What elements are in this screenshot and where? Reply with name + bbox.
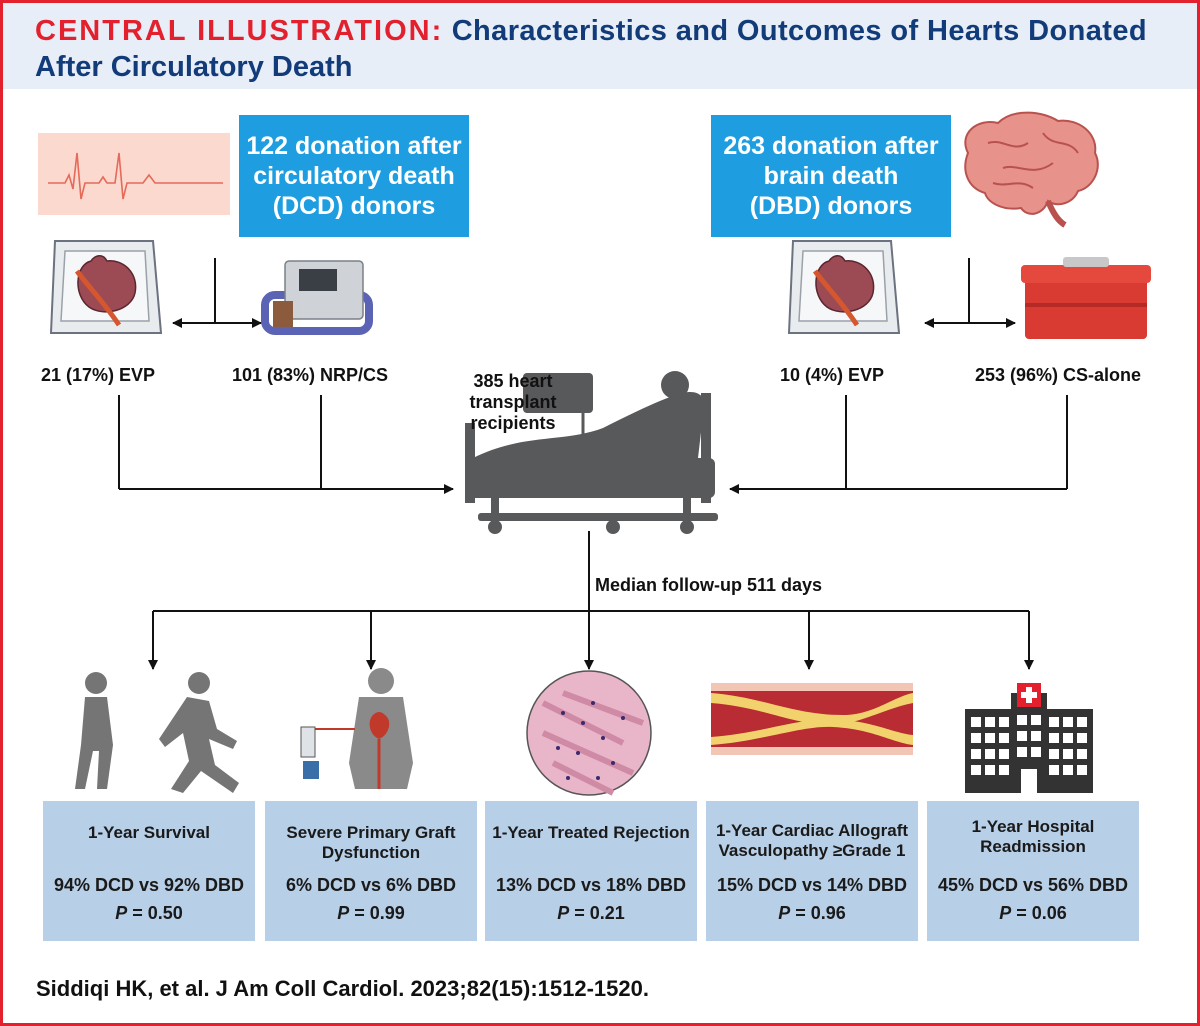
dbd-evp-label: 10 (4%) EVP (780, 365, 885, 385)
dbd-donors-line-1: 263 donation after (723, 132, 939, 160)
p-number: = 0.96 (790, 903, 846, 923)
outcome-title-line-2: Readmission (980, 837, 1086, 856)
dcd-nrp-label: 101 (83%) NRP/CS (232, 365, 389, 385)
hospital-building-icon (965, 683, 1093, 793)
dbd-donors-box: 263 donation after brain death (DBD) don… (711, 115, 951, 237)
outcome-title-line-1: Severe Primary Graft (286, 823, 456, 842)
outcome-box-vasculopathy: 1-Year Cardiac Allograft Vasculopathy ≥G… (706, 801, 918, 941)
p-number: = 0.50 (127, 903, 183, 923)
outcome-title-line-2: Vasculopathy ≥Grade 1 (718, 841, 906, 860)
outcome-values: 45% DCD vs 56% DBD (937, 875, 1129, 895)
dcd-donors-box: 122 donation after circulatory death (DC… (239, 115, 469, 237)
hospital-bed-patient-icon (465, 371, 718, 534)
dbd-donors-line-2: brain death (763, 162, 899, 190)
outcome-box-rejection: 1-Year Treated Rejection 13% DCD vs 18% … (485, 801, 697, 941)
diagram-graphics (38, 111, 1151, 796)
followup-tree (148, 531, 1034, 670)
outcome-values: 6% DCD vs 6% DBD (285, 875, 457, 895)
walking-running-figures-icon (75, 672, 239, 793)
outcome-values: 15% DCD vs 14% DBD (716, 875, 908, 895)
outcome-p-value: P = 0.96 (706, 903, 918, 924)
p-symbol: P (557, 903, 570, 923)
ecg-trace-icon (38, 133, 230, 215)
p-symbol: P (778, 903, 791, 923)
brain-icon (964, 111, 1099, 228)
evp-device-left-icon (49, 240, 163, 334)
title-line-2: After Circulatory Death (35, 51, 353, 83)
nrp-machine-icon (261, 260, 373, 335)
vasculopathy-artery-icon (711, 683, 913, 755)
dbd-connectors (924, 258, 1016, 328)
outcome-p-value: P = 0.50 (43, 903, 255, 924)
title-line-1: Characteristics and Outcomes of Hearts D… (451, 15, 1147, 47)
outcome-box-readmission: 1-Year Hospital Readmission 45% DCD vs 5… (927, 801, 1139, 941)
outcome-values: 13% DCD vs 18% DBD (495, 875, 687, 895)
dbd-cs-label: 253 (96%) CS-alone (975, 365, 1142, 385)
outcome-title: 1-Year Treated Rejection (492, 823, 690, 842)
recipients-line-2: transplant (469, 392, 557, 412)
p-number: = 0.06 (1011, 903, 1067, 923)
dcd-connectors (172, 258, 262, 328)
p-symbol: P (999, 903, 1012, 923)
cold-storage-cooler-icon (1021, 257, 1151, 339)
followup-label: Median follow-up 511 days (595, 575, 823, 595)
outcome-title-line-1: 1-Year Hospital (971, 817, 1095, 836)
outcome-p-value: P = 0.06 (927, 903, 1139, 924)
recipients-line-1: 385 heart (473, 371, 553, 391)
outcome-title-line-1: 1-Year Cardiac Allograft (715, 821, 909, 840)
dcd-donors-line-1: 122 donation after (246, 132, 462, 160)
dcd-donors-line-2: circulatory death (253, 162, 455, 190)
outcome-values: 94% DCD vs 92% DBD (53, 875, 245, 895)
outcome-p-value: P = 0.99 (265, 903, 477, 924)
dbd-donors-line-3: (DBD) donors (749, 192, 913, 220)
evp-device-right-icon (787, 240, 901, 334)
recipient-connectors (118, 395, 1068, 494)
outcome-p-value: P = 0.21 (485, 903, 697, 924)
dcd-donors-line-3: (DCD) donors (272, 192, 436, 220)
dcd-evp-label: 21 (17%) EVP (41, 365, 156, 385)
illustration-label: CENTRAL ILLUSTRATION: (35, 15, 444, 47)
recipients-label: 385 heart transplant recipients (463, 371, 563, 434)
p-symbol: P (115, 903, 128, 923)
outcome-box-survival: 1-Year Survival 94% DCD vs 92% DBD P = 0… (43, 801, 255, 941)
outcome-box-graft-dysfunction: Severe Primary Graft Dysfunction 6% DCD … (265, 801, 477, 941)
recipients-line-3: recipients (470, 413, 556, 433)
p-number: = 0.99 (349, 903, 405, 923)
outcome-title: 1-Year Survival (88, 823, 210, 842)
outcome-title-line-2: Dysfunction (321, 843, 421, 862)
rejection-histology-icon (526, 670, 652, 796)
header-banner: CENTRAL ILLUSTRATION: Characteristics an… (3, 3, 1197, 89)
p-number: = 0.21 (569, 903, 625, 923)
p-symbol: P (337, 903, 350, 923)
perfusion-body-icon (300, 668, 413, 789)
citation: Siddiqi HK, et al. J Am Coll Cardiol. 20… (36, 976, 649, 1001)
page-title: CENTRAL ILLUSTRATION: Characteristics an… (35, 15, 1147, 48)
